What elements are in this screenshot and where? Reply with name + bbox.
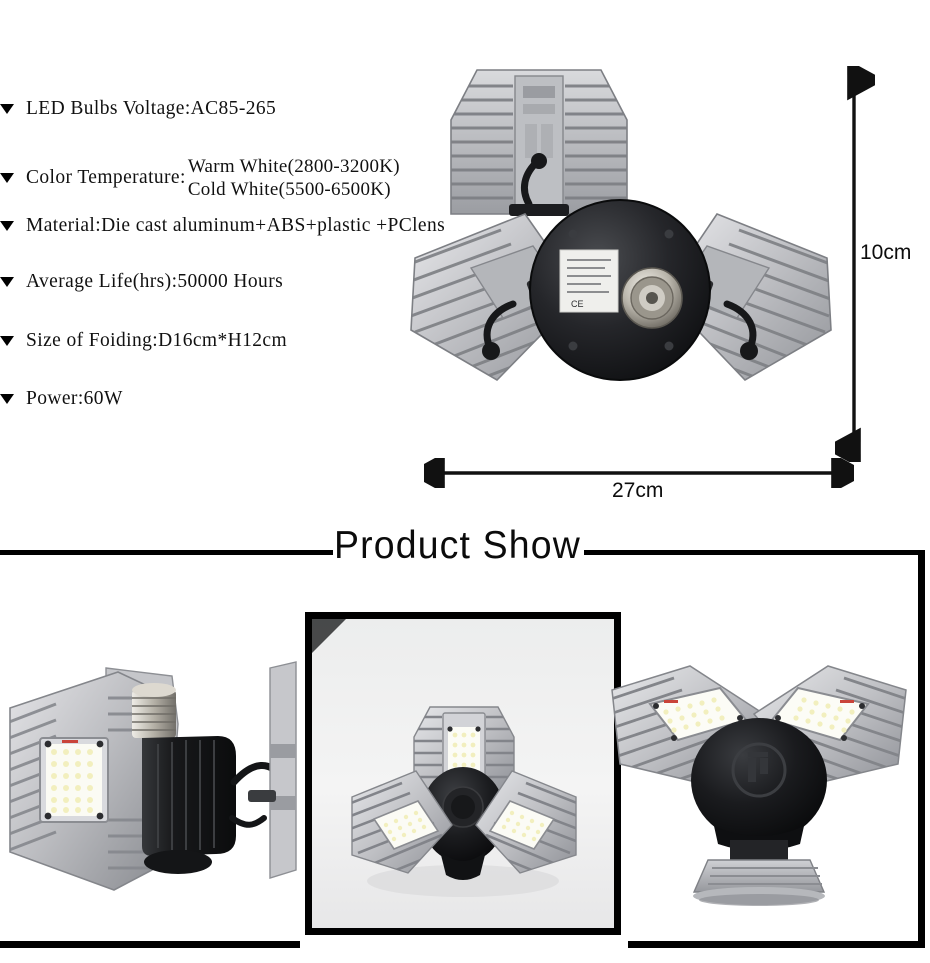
product-photo-center	[312, 619, 614, 928]
bullet-triangle-icon	[0, 277, 14, 287]
screw-base-e27	[132, 683, 176, 738]
product-photo-center-frame	[305, 612, 621, 935]
right-photo-hub	[691, 718, 827, 851]
spec-text-power: Power:60W	[26, 388, 123, 409]
bullet-triangle-icon	[0, 173, 14, 184]
frame-border-bottom-right	[628, 941, 925, 948]
color-temp-cold-white: Cold White(5500-6500K)	[187, 179, 391, 201]
product-show-banner	[0, 526, 930, 586]
center-panel-bottom-left	[351, 770, 453, 874]
hero-central-hub: CE	[529, 199, 711, 381]
spec-text-size-of-folding: Size of Foiding:D16cm*H12cm	[26, 330, 288, 351]
spec-text-material: Material:Die cast aluminum+ABS+plastic +…	[26, 215, 446, 236]
product-photo-right	[611, 665, 907, 906]
spec-text-voltage: LED Bulbs Voltage:AC85-265	[26, 98, 277, 119]
banner-rule-right	[584, 550, 925, 555]
led-panel-left-photo	[39, 737, 109, 823]
spec-item-voltage: LED Bulbs Voltage:AC85-265	[0, 98, 276, 120]
spec-value-color-temperature: Warm White(2800-3200K) Cold White(5500-6…	[188, 155, 400, 201]
frame-border-bottom-left	[0, 941, 300, 948]
frame-border-right	[918, 550, 925, 945]
spec-label-color-temperature: Color Temperature:	[26, 167, 186, 189]
hero-panel-top	[450, 69, 628, 216]
hero-product-label: CE	[559, 249, 619, 313]
color-temp-warm-white: Warm White(2800-3200K)	[187, 156, 400, 177]
center-panel-bottom-right	[475, 770, 577, 874]
right-photo-base	[692, 840, 826, 906]
dimension-arrow-width	[424, 458, 854, 488]
dimension-label-height: 10cm	[860, 241, 912, 264]
center-panel-top	[413, 706, 515, 792]
brand-emboss-icon	[748, 752, 768, 782]
bullet-triangle-icon	[0, 394, 14, 404]
spec-item-power: Power:60W	[0, 388, 123, 410]
product-show-title: Product Show	[334, 524, 581, 567]
bullet-triangle-icon	[0, 221, 14, 231]
spec-text-average-life: Average Life(hrs):50000 Hours	[26, 271, 284, 292]
banner-rule-left	[0, 550, 333, 555]
spec-item-size-of-folding: Size of Foiding:D16cm*H12cm	[0, 330, 287, 352]
spec-item-material: Material:Die cast aluminum+ABS+plastic +…	[0, 215, 445, 237]
dimension-label-width: 27cm	[612, 479, 664, 502]
product-photo-left	[9, 661, 297, 891]
bullet-triangle-icon	[0, 336, 14, 346]
bullet-triangle-icon	[0, 104, 14, 114]
product-hero-rear-view: CE	[410, 69, 832, 382]
svg-text:CE: CE	[571, 299, 584, 309]
spec-item-color-temperature: Color Temperature: Warm White(2800-3200K…	[0, 155, 400, 201]
spec-item-average-life: Average Life(hrs):50000 Hours	[0, 271, 283, 293]
dimension-arrow-height	[835, 66, 875, 462]
